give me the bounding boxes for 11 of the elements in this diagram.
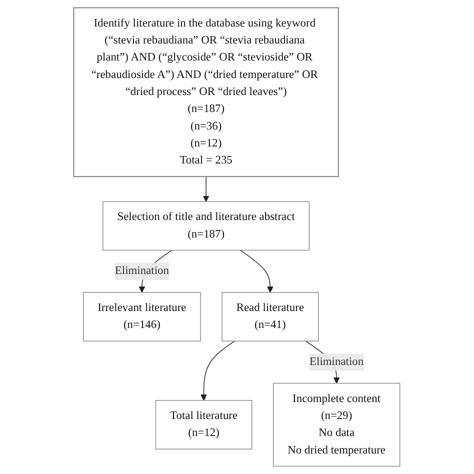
node-box: Read literature (n=41) — [222, 292, 319, 342]
arrow — [200, 340, 236, 401]
node-box: Irrelevant literature (n=146) — [83, 292, 202, 342]
node-box: Incomplete content (n=29) No data No dried temperature — [273, 382, 400, 467]
node-box: Identify literature in the database using keyword (“stevia rebaudiana” OR “stevia rebaudiana plant”) AND (“glycoside” OR “stevioside” OR “rebaudioside A”) AND (“dried temperature” OR “dried process” OR “dried leaves”) (n=187) (n=36) (n=12) Total = 235 — [73, 7, 340, 178]
node-box: Selection of title and literature abstract (n=187) — [102, 201, 310, 251]
edge-label: Elimination — [115, 264, 170, 278]
node-box: Total literature (n=12) — [156, 400, 252, 450]
edge-label: Elimination — [310, 356, 364, 368]
arrow — [203, 176, 210, 202]
arrow — [240, 250, 274, 293]
